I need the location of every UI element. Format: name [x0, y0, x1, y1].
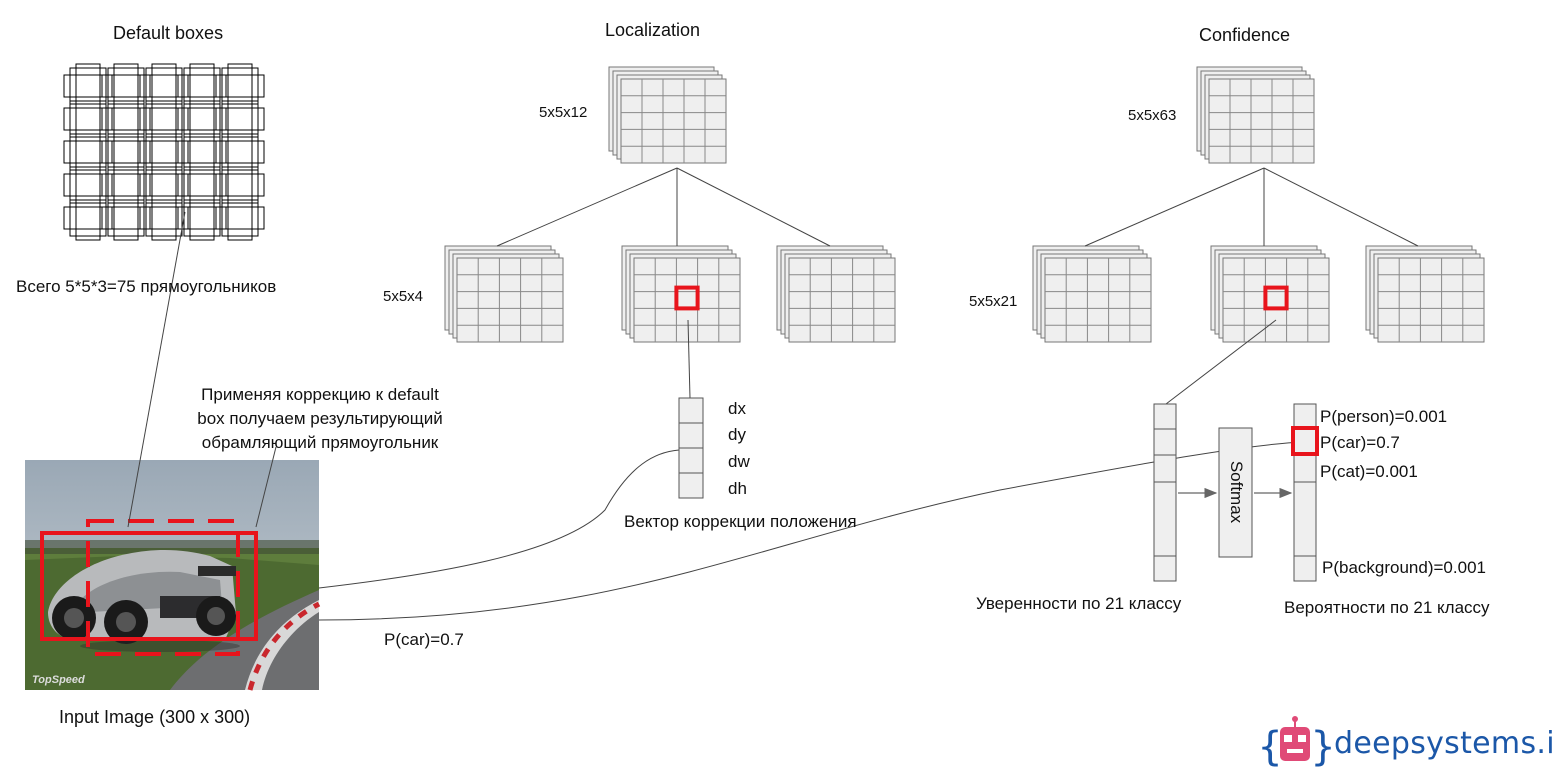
- dim-loc-top: 5x5x12: [539, 104, 588, 121]
- loc-stack-top: [608, 66, 727, 164]
- title-confidence: Confidence: [1199, 25, 1291, 45]
- conf-stack-a: [1032, 245, 1152, 343]
- loc-stack-b: [621, 245, 741, 343]
- offset-label-dy: dy: [728, 425, 746, 444]
- caption-correction-1: Применяя коррекцию к default: [201, 385, 439, 404]
- caption-p-car-bottom: P(car)=0.7: [384, 630, 464, 649]
- caption-correction-3: обрамляющий прямоугольник: [201, 433, 439, 452]
- svg-text:}: }: [1311, 724, 1335, 767]
- offset-label-dh: dh: [728, 479, 747, 498]
- offset-label-dw: dw: [728, 452, 750, 471]
- caption-confidences: Уверенности по 21 классу: [976, 594, 1182, 613]
- result-box-outline: [40, 531, 258, 641]
- conf-stack-top: [1196, 66, 1315, 164]
- default-boxes-grid: [63, 63, 265, 241]
- dim-conf-top: 5x5x63: [1128, 107, 1177, 124]
- cell-highlight: [674, 285, 700, 311]
- prob-highlight: [1291, 426, 1319, 456]
- caption-total-boxes: Всего 5*5*3=75 прямоугольников: [16, 277, 277, 296]
- softmax-label: Softmax: [1227, 460, 1246, 524]
- caption-correction-2: box получаем результирующий: [197, 409, 443, 428]
- dim-loc-sub: 5x5x4: [383, 288, 424, 305]
- caption-offset-vector: Вектор коррекции положения: [624, 512, 857, 531]
- svg-text:{: {: [1258, 724, 1282, 767]
- caption-input-image: Input Image (300 x 300): [59, 707, 251, 727]
- input-image: TopSpeed: [25, 460, 321, 691]
- offset-vector: [678, 397, 704, 499]
- softmax-box: [1218, 427, 1253, 558]
- brand-name: deepsystems.io: [1334, 726, 1553, 761]
- confidence-vector: [1153, 403, 1177, 582]
- dim-conf-sub: 5x5x21: [969, 293, 1018, 310]
- prob-car: P(car)=0.7: [1320, 433, 1400, 452]
- title-default-boxes: Default boxes: [113, 23, 224, 43]
- photo-watermark: TopSpeed: [32, 674, 85, 686]
- prob-cat: P(cat)=0.001: [1320, 462, 1418, 481]
- probability-vector: [1291, 403, 1319, 582]
- brand-logo-icon: { }: [1258, 716, 1335, 767]
- conf-stack-c: [1365, 245, 1485, 343]
- offset-label-dx: dx: [728, 399, 746, 418]
- loc-stack-a: [444, 245, 564, 343]
- prob-background: P(background)=0.001: [1322, 558, 1486, 577]
- cell-highlight: [1263, 285, 1289, 311]
- connector-lines: [127, 167, 1419, 621]
- title-localization: Localization: [605, 20, 701, 40]
- brand-logo: deepsystems.io: [1258, 712, 1553, 767]
- caption-probabilities: Вероятности по 21 классу: [1284, 598, 1490, 617]
- default-box-outline: [86, 519, 240, 656]
- conf-stack-b: [1210, 245, 1330, 343]
- loc-stack-c: [776, 245, 896, 343]
- prob-person: P(person)=0.001: [1320, 407, 1448, 426]
